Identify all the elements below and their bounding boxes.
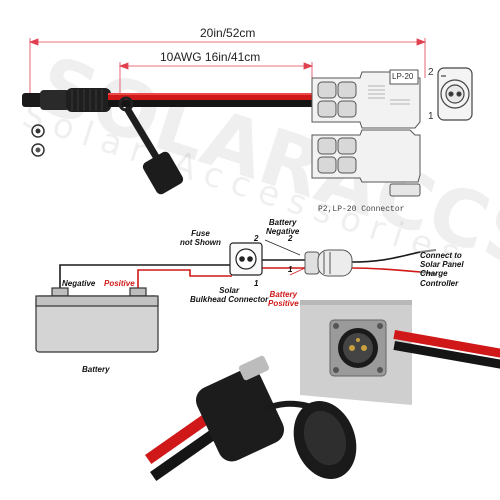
wiring-schematic (59, 239, 421, 290)
plug-pin-1: 1 (288, 265, 293, 274)
plug-photo (145, 355, 357, 482)
battery-positive-label: Battery Positive (268, 290, 299, 309)
sae-dust-cap (118, 96, 184, 195)
fuse-note-label: Fuse not Shown (180, 229, 221, 248)
lp20-end-view (437, 67, 473, 121)
controller-label: Connect to Solar Panel Charge Controller (420, 251, 464, 288)
dimension-total (28, 38, 427, 98)
end-view-pin-2: 2 (428, 67, 434, 78)
lp20-connector-bottom (311, 129, 421, 197)
dimension-wire (118, 62, 314, 98)
plug-pin-2: 2 (288, 234, 293, 243)
negative-label: Negative (62, 279, 96, 288)
connector-caption: P2,LP-20 Connector (318, 205, 405, 214)
battery-negative-label: Battery Negative (266, 218, 300, 237)
bulkhead-photo (300, 300, 500, 405)
sae-face-icon (31, 124, 45, 157)
cable-pair (108, 93, 318, 107)
positive-wire (137, 269, 232, 290)
bulkhead-pin-1: 1 (254, 279, 259, 288)
bulkhead-label: Solar Bulkhead Connector (190, 286, 269, 305)
wire-ends (419, 249, 437, 275)
sae-plug (22, 88, 111, 112)
bulkhead-pin-2: 2 (254, 234, 259, 243)
lp20-connector-top (311, 69, 421, 129)
wire-spec-label: 10AWG 16in/41cm (160, 50, 261, 64)
inline-plug (304, 249, 353, 277)
total-length-label: 20in/52cm (200, 26, 256, 40)
positive-label: Positive (104, 279, 135, 288)
end-view-pin-1: 1 (428, 111, 434, 122)
connector-model-label: LP-20 (392, 72, 414, 81)
battery-label: Battery (82, 365, 110, 374)
negative-wire (59, 264, 232, 290)
battery-symbol (35, 287, 159, 353)
bulkhead-connector (229, 242, 263, 276)
